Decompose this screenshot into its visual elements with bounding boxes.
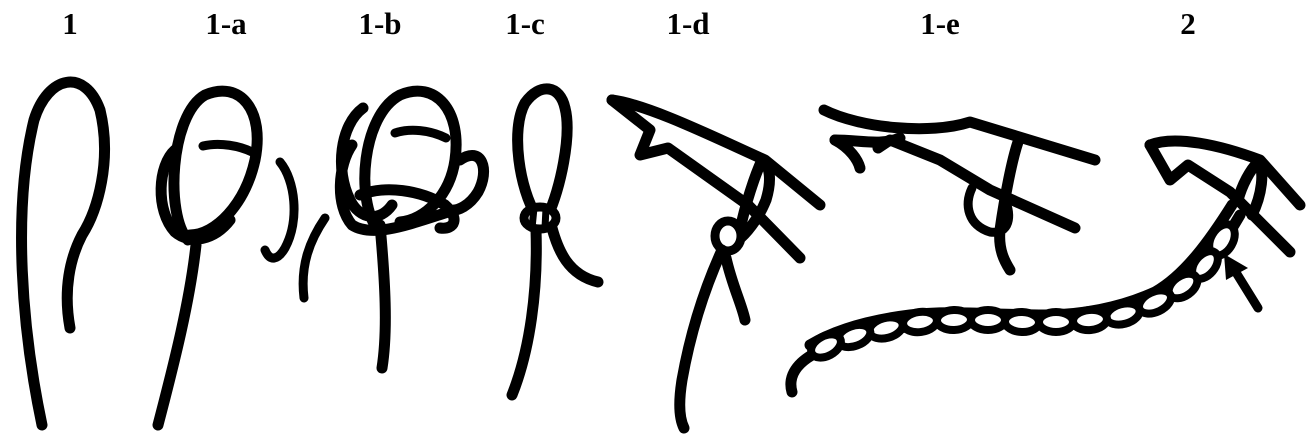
step-1-yarn-loop-icon [22,82,105,425]
step-1a-loop-icon [158,91,294,425]
chain-stitch-icon [791,205,1240,392]
step-1b-loop-icon [303,91,483,368]
arrow-icon [1224,254,1258,308]
step-1c-slip-knot-icon [512,89,598,395]
step-1e-crochet-hook-icon [824,110,1095,270]
